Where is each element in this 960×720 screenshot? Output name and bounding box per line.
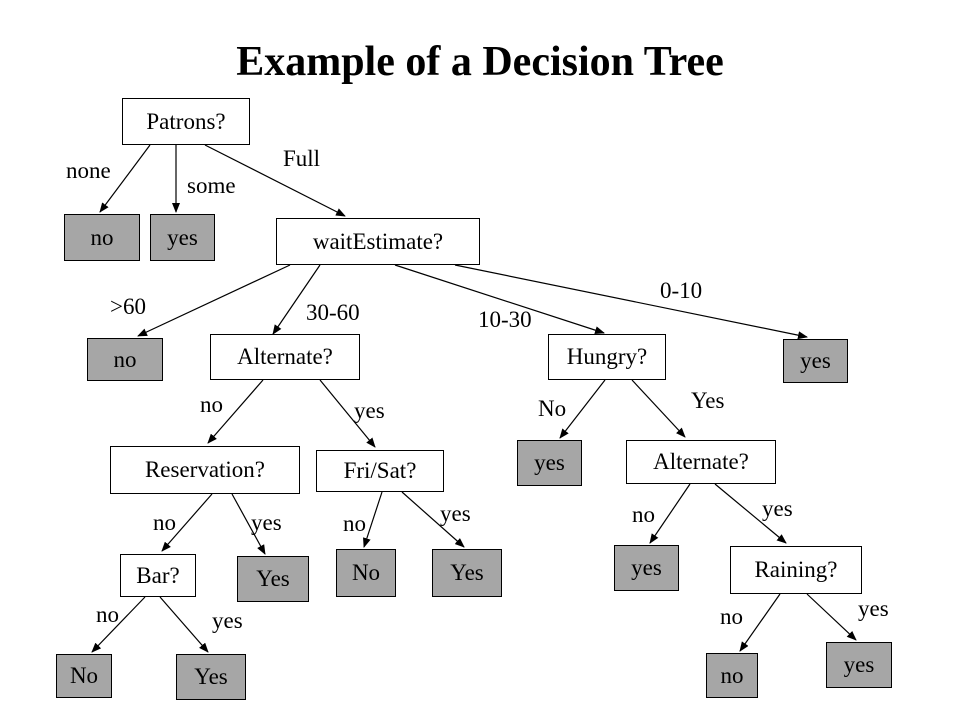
edge-label-raining-yes: yes: [858, 596, 889, 621]
edge-label-alternate1-yes: yes: [354, 398, 385, 423]
edge-hungry-no: [559, 379, 606, 439]
edge-label-reservation-yes: yes: [251, 510, 282, 535]
leaf-reservation-yes: Yes: [237, 556, 309, 602]
edge-raining-yes: [806, 593, 857, 641]
leaf-patrons-none: no: [64, 214, 140, 261]
edge-frisat-yes: [401, 491, 465, 548]
node-wait-estimate: waitEstimate?: [276, 218, 480, 265]
edge-label-raining-no: no: [720, 604, 743, 629]
node-reservation: Reservation?: [110, 446, 300, 494]
edge-raining-no: [739, 593, 781, 652]
edge-bar-yes: [159, 596, 209, 653]
edge-frisat-no: [362, 491, 383, 548]
edge-label-bar-no: no: [96, 602, 119, 627]
node-fri-sat: Fri/Sat?: [316, 450, 444, 492]
edge-label-frisat-no: no: [343, 511, 366, 536]
leaf-fri-sat-yes: Yes: [432, 549, 502, 597]
node-raining: Raining?: [730, 546, 862, 594]
edge-alternate2-yes: [714, 483, 787, 544]
diagram-title: Example of a Decision Tree: [236, 39, 724, 85]
node-alternate-2: Alternate?: [626, 440, 776, 484]
edge-label-patrons-full: Full: [283, 146, 321, 171]
edge-alternate1-no: [207, 379, 264, 444]
edge-label-wait-30-60: 30-60: [306, 300, 360, 325]
edge-wait-10-30: [394, 264, 605, 335]
edge-patrons-none: [99, 144, 151, 213]
edge-alternate2-no: [649, 483, 691, 544]
leaf-hungry-no: yes: [517, 440, 582, 486]
edge-patrons-full: [204, 144, 346, 217]
node-patrons: Patrons?: [122, 98, 250, 145]
edge-label-wait-0-10: 0-10: [660, 278, 703, 303]
edge-hungry-yes: [631, 379, 686, 438]
edge-label-patrons-none: none: [66, 158, 111, 183]
edge-reservation-yes: [231, 493, 266, 555]
leaf-fri-sat-no: No: [336, 549, 396, 597]
leaf-alternate-2-no: yes: [614, 545, 679, 591]
edge-label-hungry-no: No: [538, 396, 567, 421]
edge-label-wait-10-30: 10-30: [478, 307, 532, 332]
edge-reservation-no: [161, 493, 213, 552]
edge-label-alternate2-no: no: [632, 502, 655, 527]
edge-wait-over60: [137, 264, 291, 337]
leaf-patrons-some: yes: [150, 214, 215, 261]
edge-wait-0-10: [454, 264, 808, 340]
edge-bar-no: [91, 596, 146, 653]
edge-label-alternate1-no: no: [200, 392, 223, 417]
node-hungry: Hungry?: [548, 334, 666, 380]
edge-label-bar-yes: yes: [212, 608, 243, 633]
leaf-raining-no: no: [706, 653, 758, 698]
leaf-bar-yes: Yes: [176, 654, 246, 700]
edge-wait-30-60: [272, 264, 321, 335]
edge-alternate1-yes: [319, 379, 376, 448]
leaf-wait-over60: no: [87, 338, 163, 381]
leaf-wait-0-10: yes: [783, 339, 848, 383]
node-bar: Bar?: [120, 554, 196, 597]
leaf-bar-no: No: [56, 654, 112, 698]
leaf-raining-yes: yes: [826, 642, 892, 688]
edge-label-hungry-yes: Yes: [691, 388, 725, 413]
edge-label-wait-over60: >60: [110, 294, 146, 319]
edge-label-patrons-some: some: [187, 173, 236, 198]
edge-label-alternate2-yes: yes: [762, 496, 793, 521]
node-alternate-1: Alternate?: [210, 334, 360, 380]
edge-label-frisat-yes: yes: [440, 501, 471, 526]
edge-label-reservation-no: no: [153, 510, 176, 535]
